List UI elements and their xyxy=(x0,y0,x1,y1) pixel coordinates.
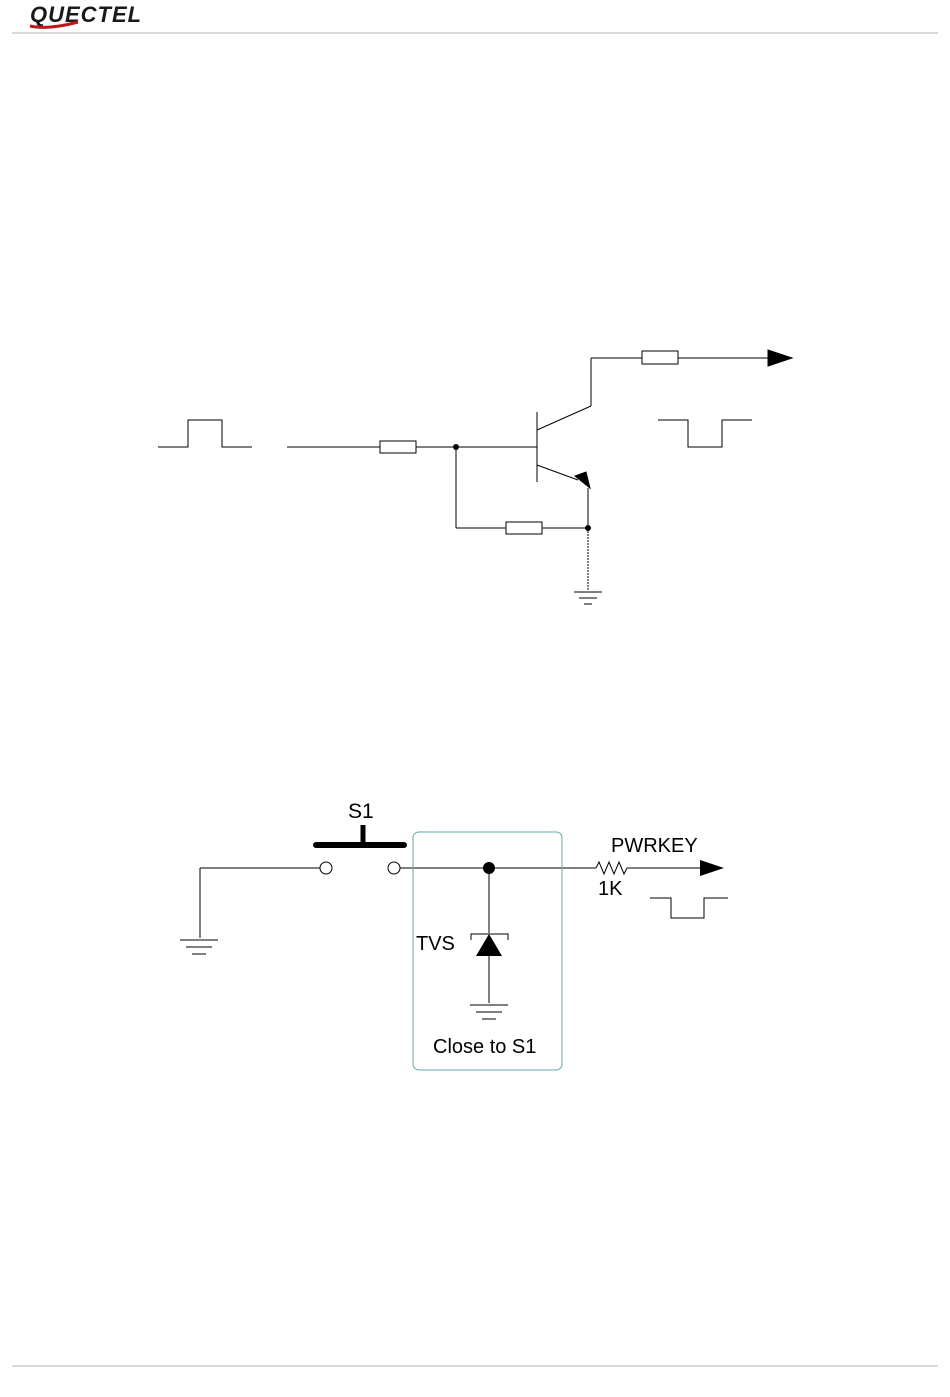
button-diagram: S1 TVS Close to S1 PWRKEY 1K xyxy=(180,800,728,1070)
ground-symbol-left xyxy=(180,940,218,954)
transistor-driver-diagram xyxy=(158,350,792,604)
output-pulse-waveform xyxy=(658,420,752,447)
ground-symbol-1 xyxy=(574,592,602,604)
box-label: Close to S1 xyxy=(433,1036,536,1058)
output-arrow-icon xyxy=(768,350,792,366)
resistor-label: 1K xyxy=(598,878,623,900)
switch-label: S1 xyxy=(348,800,374,823)
collector-resistor xyxy=(642,351,678,364)
switch-contact-left xyxy=(320,862,332,874)
input-pulse-waveform xyxy=(158,420,252,447)
tvs-label: TVS xyxy=(416,933,455,955)
switch-contact-right xyxy=(388,862,400,874)
ground-symbol-tvs xyxy=(470,1005,508,1019)
base-resistor xyxy=(380,441,416,453)
pwrkey-arrow-icon xyxy=(700,860,724,876)
transistor-emitter xyxy=(537,465,578,480)
footer-divider xyxy=(12,1365,938,1367)
pwrkey-pulse-waveform xyxy=(650,898,728,918)
base-emitter-resistor xyxy=(506,522,542,534)
resistor-1k-icon xyxy=(596,862,627,874)
tvs-diode-icon xyxy=(476,934,502,956)
pwrkey-label: PWRKEY xyxy=(611,835,698,857)
transistor-collector xyxy=(537,406,591,430)
